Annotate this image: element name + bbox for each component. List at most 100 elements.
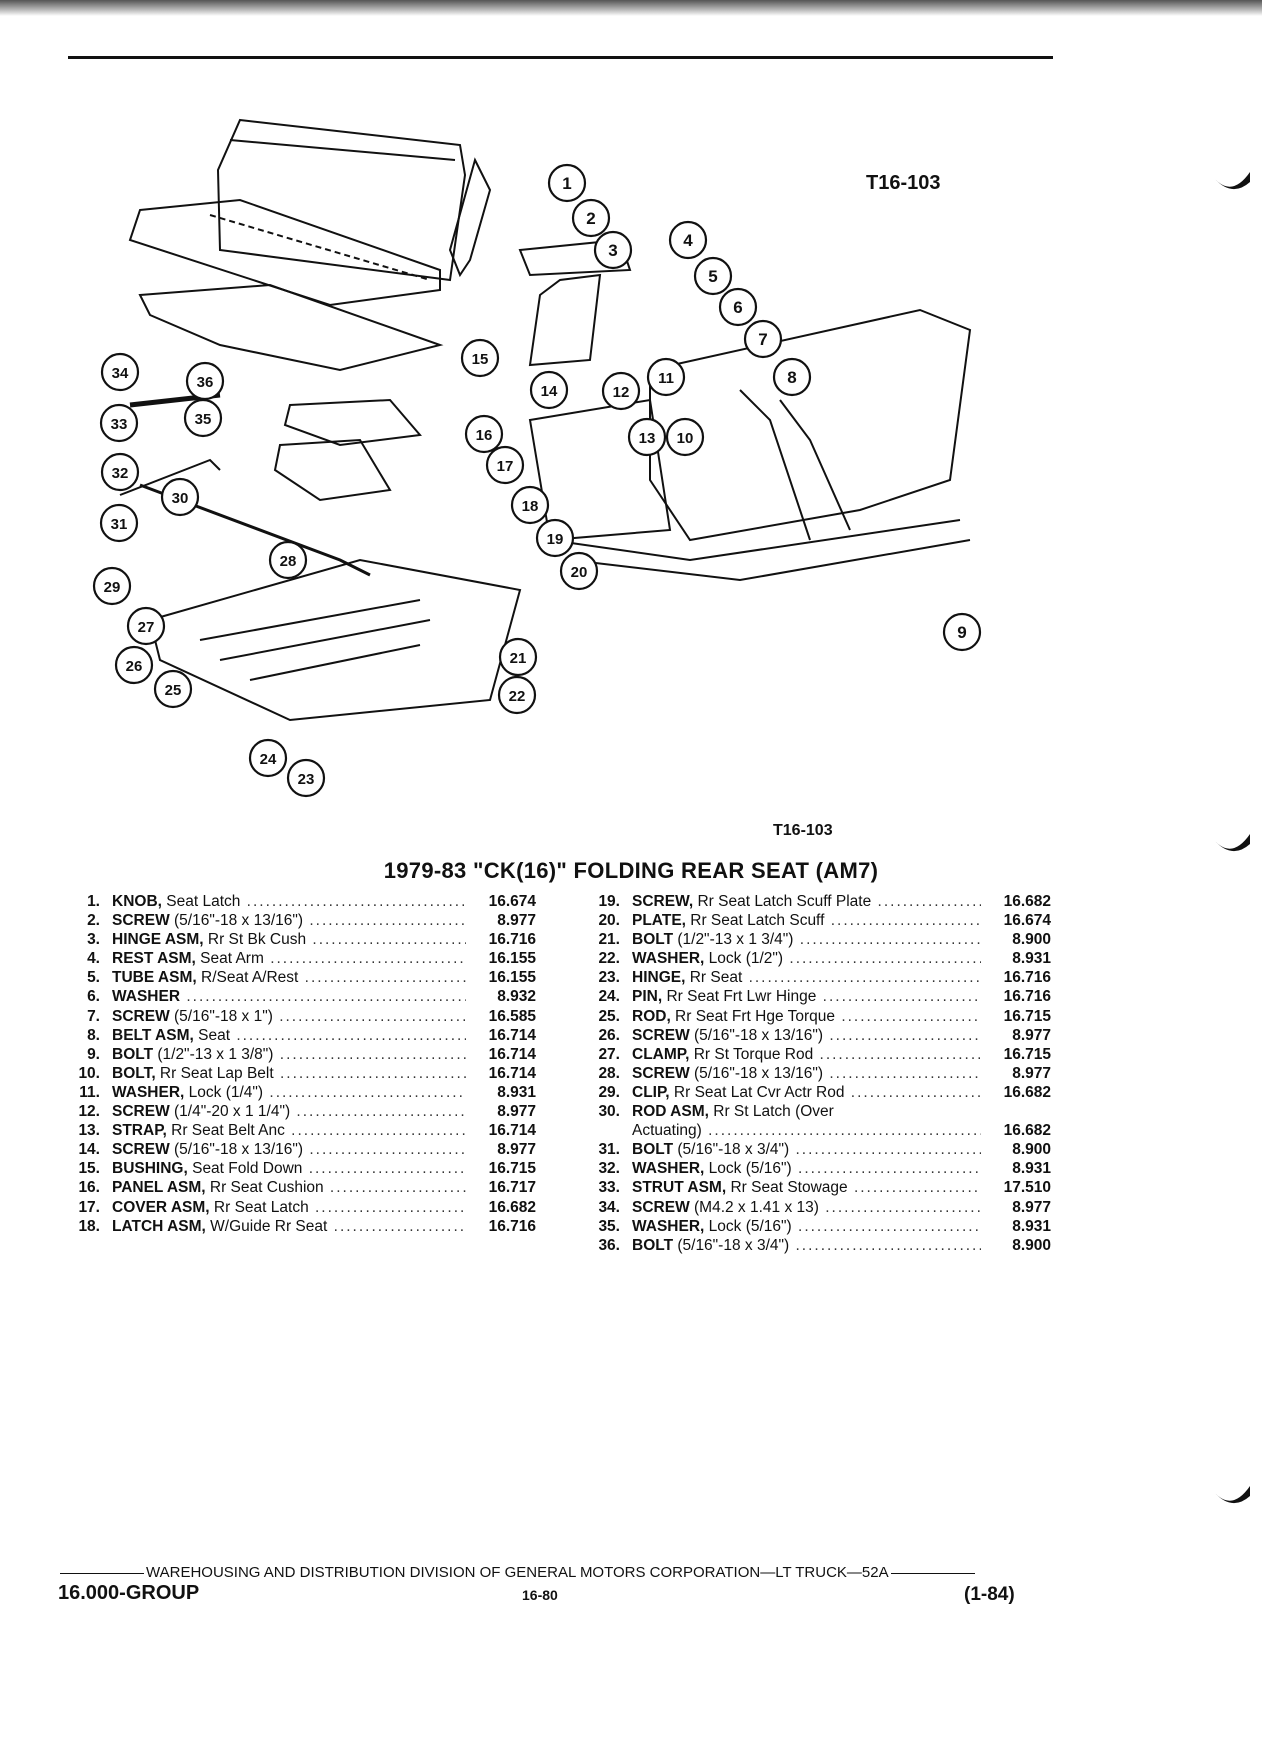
part-row: 23.HINGE, Rr Seat ......................… (578, 968, 1051, 987)
leader-dots: ........................................… (333, 1217, 466, 1235)
parts-list-right: 19.SCREW, Rr Seat Latch Scuff Plate ....… (578, 892, 1051, 1255)
leader-dots: ........................................… (798, 1217, 981, 1235)
part-number: 27. (598, 1045, 620, 1063)
part-row: 16.PANEL ASM, Rr Seat Cushion ..........… (58, 1178, 536, 1197)
part-name-main: SCREW (112, 912, 170, 930)
part-group-code: 8.977 (497, 1141, 536, 1159)
part-name-main: PLATE, (632, 912, 686, 930)
part-group-code: 8.900 (1012, 1236, 1051, 1254)
leader-dots: ........................................… (877, 893, 981, 910)
part-group-code: 16.682 (488, 1198, 536, 1216)
part-name-desc: Rr Seat (685, 969, 743, 987)
part-name-desc: Rr Seat Frt Lwr Hinge (662, 988, 817, 1006)
part-group-code: 16.715 (488, 1160, 536, 1178)
part-name: PIN, Rr Seat Frt Lwr Hinge .............… (620, 987, 981, 1006)
part-name-main: ROD, (632, 1007, 671, 1025)
leader-dots: ........................................… (795, 1236, 981, 1254)
part-name-main: COVER ASM, (112, 1198, 210, 1216)
part-name: ROD ASM, Rr St Latch (Over (620, 1102, 981, 1121)
part-name: CLAMP, Rr St Torque Rod ................… (620, 1045, 981, 1064)
part-name: BOLT (1/2"-13 x 1 3/4") ................… (620, 930, 981, 949)
leader-dots: ........................................… (850, 1083, 981, 1101)
part-number: 1. (87, 893, 100, 910)
part-name: BUSHING, Seat Fold Down ................… (100, 1159, 466, 1178)
part-number: 33. (598, 1179, 620, 1197)
part-name-desc: Rr St Latch (Over (708, 1103, 834, 1121)
part-name-main: BOLT (632, 1141, 674, 1159)
diagram-svg (119, 118, 972, 722)
part-number: 14. (78, 1141, 100, 1159)
part-number: 32. (598, 1160, 620, 1178)
part-name: SCREW (5/16"-18 x 13/16") ..............… (100, 911, 466, 930)
part-number: 15. (78, 1160, 100, 1178)
part-row: 27.CLAMP, Rr St Torque Rod .............… (578, 1045, 1051, 1064)
part-row: 35.WASHER, Lock (5/16") ................… (578, 1217, 1051, 1236)
footer-page-number: 16-80 (522, 1587, 558, 1603)
leader-dots: ........................................… (329, 1179, 466, 1197)
leader-dots: ........................................… (312, 931, 466, 949)
part-row: 29.CLIP, Rr Seat Lat Cvr Actr Rod ......… (578, 1083, 1051, 1102)
part-number: 36. (598, 1236, 620, 1254)
exploded-parts-diagram (90, 100, 1180, 800)
part-name: BOLT (5/16"-18 x 3/4") .................… (620, 1236, 981, 1255)
part-name-desc: Lock (1/2") (704, 950, 784, 968)
part-name-main: SCREW, (632, 893, 694, 910)
part-group-code: 16.714 (488, 1045, 536, 1063)
scan-top-edge (0, 0, 1262, 16)
part-group-code: 16.716 (488, 1217, 536, 1235)
part-name-main: CLIP, (632, 1083, 670, 1101)
leader-dots: ........................................… (853, 1179, 981, 1197)
part-number: 28. (598, 1064, 620, 1082)
part-name-main: WASHER, (112, 1083, 185, 1101)
floor-ribs (199, 599, 431, 681)
footer-date: (1-84) (964, 1584, 1015, 1605)
leader-dots: ........................................… (829, 1064, 981, 1082)
part-group-code: 16.155 (488, 950, 536, 968)
part-row: 17.COVER ASM, Rr Seat Latch ............… (58, 1198, 536, 1217)
leader-dots: ........................................… (279, 1007, 466, 1025)
leader-dots: ........................................… (841, 1007, 981, 1025)
part-number: 23. (598, 969, 620, 987)
part-group-code: 16.682 (1003, 1083, 1051, 1101)
leader-dots: ........................................… (296, 1103, 466, 1121)
part-row: 24.PIN, Rr Seat Frt Lwr Hinge ..........… (578, 987, 1051, 1006)
part-group-code: 16.716 (488, 931, 536, 949)
part-name-desc: (5/16"-18 x 3/4") (673, 1141, 790, 1159)
seat-back-seam (229, 139, 456, 161)
latch-asm-outline (273, 438, 392, 502)
part-row: 13.STRAP, Rr Seat Belt Anc .............… (58, 1121, 536, 1140)
part-group-code: 8.931 (1012, 1160, 1051, 1178)
part-name-desc: (5/16"-18 x 13/16") (169, 1141, 304, 1159)
part-name-main: STRAP, (112, 1122, 167, 1140)
part-name-main: WASHER (112, 988, 181, 1006)
part-name-desc: (1/2"-13 x 1 3/8") (153, 1045, 274, 1063)
part-row: 10.BOLT, Rr Seat Lap Belt ..............… (58, 1064, 536, 1083)
part-number: 7. (87, 1007, 100, 1025)
part-group-code: 8.977 (1012, 1064, 1051, 1082)
part-name-main: WASHER, (632, 1217, 705, 1235)
footer-division: WAREHOUSING AND DISTRIBUTION DIVISION OF… (58, 1564, 977, 1581)
part-name-main: ROD ASM, (632, 1103, 709, 1121)
leader-dots: ........................................… (308, 1160, 466, 1178)
part-row: 8.BELT ASM, Seat .......................… (58, 1026, 536, 1045)
leader-dots: ........................................… (795, 1141, 981, 1159)
leader-dots: ........................................… (246, 893, 466, 910)
part-name: WASHER, Lock (1/4") ....................… (100, 1083, 466, 1102)
part-number: 34. (598, 1198, 620, 1216)
part-name-main: SCREW (112, 1141, 170, 1159)
part-number: 19. (598, 893, 620, 910)
part-name: BELT ASM, Seat .........................… (100, 1026, 466, 1045)
part-number: 25. (598, 1007, 620, 1025)
part-name: LATCH ASM, W/Guide Rr Seat .............… (100, 1217, 466, 1236)
part-name-desc: Lock (1/4") (184, 1083, 264, 1101)
leader-dots: ........................................… (236, 1026, 466, 1044)
leader-dots: ........................................… (309, 1141, 466, 1159)
part-name: SCREW (1/4"-20 x 1 1/4") ...............… (100, 1102, 466, 1121)
strut-outline (129, 392, 221, 408)
part-row: 11.WASHER, Lock (1/4") .................… (58, 1083, 536, 1102)
part-name-main: TUBE ASM, (112, 969, 197, 987)
seat-cushion-outline (128, 198, 441, 307)
footer-division-text: WAREHOUSING AND DISTRIBUTION DIVISION OF… (146, 1564, 889, 1581)
seat-belts (739, 389, 851, 541)
folded-floor-ribs (549, 519, 971, 582)
